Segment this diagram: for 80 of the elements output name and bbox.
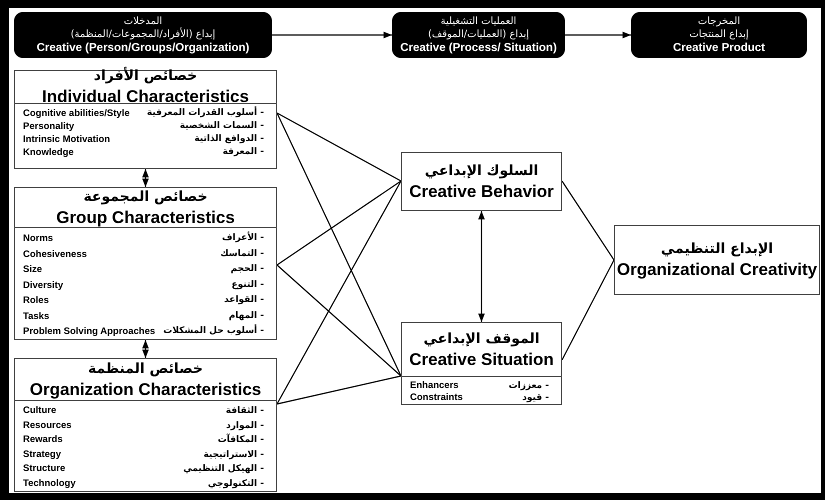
stage-label: Creative (Person/Groups/Organization) (36, 40, 250, 56)
stage-title: المخرجات (698, 14, 740, 28)
stage-subtitle: إبداع (العمليات/الموقف) (428, 28, 530, 40)
item-text: Intrinsic Motivation (23, 133, 110, 146)
arabic-item-text: - السمات الشخصية (180, 120, 264, 133)
stage-box (631, 12, 807, 58)
arabic-item-text: - الهيكل التنظيمي (183, 463, 264, 476)
arabic-heading: خصائص المجموعة (83, 188, 208, 206)
concept-box (401, 152, 562, 211)
arabic-heading: خصائص الأفراد (94, 67, 198, 86)
english-heading: Creative Situation (409, 348, 554, 370)
arabic-item-text: - أسلوب حل المشكلات (163, 324, 264, 338)
item-text: Personality (23, 120, 74, 133)
arabic-item-text: - القواعد (224, 294, 264, 307)
stage-box (392, 12, 565, 58)
connector-line (276, 180, 402, 404)
connector-line (561, 260, 615, 360)
arabic-item-text: - قيود (522, 392, 549, 404)
arabic-heading: خصائص المنظمة (88, 360, 204, 378)
stage-label: Creative Product (672, 40, 766, 56)
arabic-item-text: - التماسك (220, 248, 264, 260)
item-text: Tasks (23, 310, 50, 324)
arabic-item-text: - المعرفة (222, 146, 264, 159)
english-heading: Creative Behavior (409, 180, 554, 202)
arrow (142, 340, 149, 358)
stage-box (14, 12, 272, 58)
item-text: Constraints (410, 392, 463, 404)
item-text: Enhancers (410, 380, 459, 392)
english-heading: Organizational Creativity (616, 259, 818, 280)
item-text: Rewards (23, 433, 63, 447)
arabic-item-text: - التكنولوجي (208, 478, 264, 490)
item-text: Cohesiveness (23, 248, 87, 262)
arabic-item-text: - أسلوب القدرات المعرفية (146, 107, 264, 120)
stage-title: المدخلات (124, 14, 162, 28)
arabic-item-text: - الاستراتيجية (203, 448, 264, 462)
arrow (272, 32, 392, 38)
arrow (142, 169, 149, 187)
item-text: Knowledge (23, 146, 74, 159)
connector-line (562, 180, 614, 260)
english-heading: Organization Characteristics (30, 378, 262, 400)
arabic-item-text: - الأعراف (222, 231, 264, 245)
stage-label: Creative (Process/ Situation) (400, 40, 557, 56)
arabic-item-text: - التنوع (232, 278, 264, 292)
arrow (565, 32, 631, 38)
item-text: Roles (23, 294, 49, 308)
arabic-item-text: - المكافآت (218, 433, 264, 447)
arabic-heading: الإبداع التنظيمي (660, 240, 774, 259)
item-text: Diversity (23, 278, 64, 292)
arabic-item-text: - المهام (228, 310, 264, 322)
connector-line (276, 112, 402, 182)
item-text: Size (23, 263, 42, 277)
arrow (478, 211, 485, 322)
item-text: Norms (23, 232, 54, 246)
item-text: Structure (23, 462, 66, 476)
arabic-item-text: - الدوافع الذاتية (194, 133, 264, 146)
english-heading: Individual Characteristics (42, 86, 249, 106)
item-text: Culture (23, 404, 56, 418)
concept-box (401, 322, 562, 405)
arabic-item-text: - الموارد (226, 420, 264, 432)
item-text: Technology (23, 476, 76, 490)
connector-line (276, 180, 402, 266)
connector-line (276, 375, 402, 405)
stage-subtitle: إبداع المنتجات (689, 28, 749, 40)
item-text: Resources (23, 418, 72, 432)
english-heading: Group Characteristics (56, 206, 235, 228)
stage-subtitle: إبداع (الأفراد/المجموعات/المنظمة) (70, 28, 216, 40)
item-text: Cognitive abilities/Style (23, 107, 130, 120)
stage-title: العمليات التشغيلية (440, 14, 516, 28)
arabic-item-text: - الثقافة (226, 405, 264, 418)
item-text: Problem Solving Approaches (23, 325, 156, 339)
arabic-item-text: - الحجم (230, 263, 264, 276)
arabic-heading: السلوك الإبداعي (424, 162, 538, 180)
arabic-item-text: - معززات (508, 380, 549, 392)
connector-line (276, 264, 402, 376)
connector-line (276, 112, 402, 376)
concept-box (14, 358, 277, 492)
concept-box (614, 225, 820, 295)
item-text: Strategy (23, 448, 62, 462)
arabic-heading: الموقف الإبداعي (423, 330, 540, 348)
concept-box (14, 187, 277, 340)
